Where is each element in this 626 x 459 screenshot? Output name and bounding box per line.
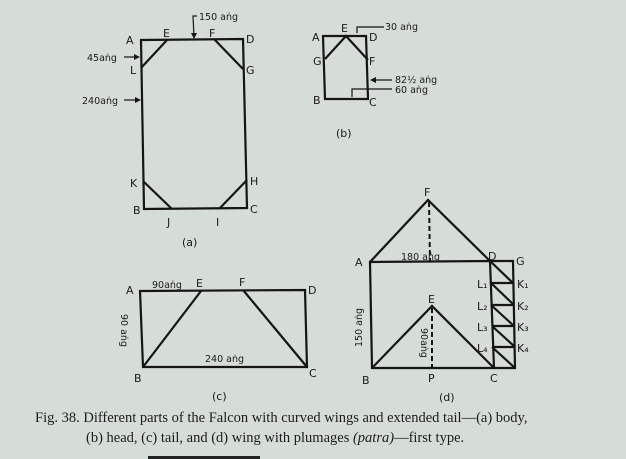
point-label: E bbox=[341, 22, 348, 35]
plumage-lines bbox=[489, 260, 516, 369]
dashed-height-fp bbox=[428, 201, 431, 262]
point-label: E bbox=[428, 293, 435, 306]
dimension-label: 60 aṅg bbox=[395, 85, 428, 96]
figure-d-wing: F A D G E B P C L₁ L₂ L₃ L₄ K₁ K₂ K₃ K₄ … bbox=[354, 186, 529, 404]
point-label: B bbox=[133, 204, 141, 217]
point-label: G bbox=[313, 55, 322, 68]
point-label: F bbox=[369, 55, 375, 68]
dimension-label: 30 aṅg bbox=[385, 22, 418, 33]
point-label: C bbox=[490, 372, 498, 385]
corner-line-hi bbox=[219, 179, 248, 209]
point-label: A bbox=[312, 31, 320, 44]
dimension-label: 180 aṅg bbox=[401, 252, 440, 263]
figure-caption-line-2: (b) head, (c) tail, and (d) wing with pl… bbox=[86, 430, 464, 447]
figure-caption-line-1: Fig. 38. Different parts of the Falcon w… bbox=[35, 410, 528, 426]
arrow-head-icon bbox=[135, 97, 141, 103]
corner-line-fg bbox=[213, 38, 244, 70]
point-label: F bbox=[424, 186, 430, 199]
point-label: A bbox=[126, 34, 134, 47]
dimension-label: 90 aṅg bbox=[118, 314, 129, 347]
figure-a-body: A E F D L G K H B J I C 150 aṅg 45aṅg 24… bbox=[82, 12, 258, 249]
subfigure-label: (c) bbox=[212, 390, 227, 403]
point-label: B bbox=[313, 94, 321, 107]
dimension-label: 45aṅg bbox=[87, 53, 117, 64]
subfigure-label: (d) bbox=[439, 391, 455, 404]
point-label: J bbox=[166, 216, 170, 229]
divider bbox=[148, 456, 260, 459]
tail-line-fc bbox=[242, 289, 308, 368]
subfigure-label: (b) bbox=[336, 127, 352, 140]
dimension-label: 150 aṅg bbox=[199, 12, 238, 23]
figure-c-tail: A E F D B C 90aṅg 240 aṅg 90 aṅg (c) bbox=[118, 276, 317, 403]
point-label: P bbox=[428, 372, 435, 385]
arrow-head-icon bbox=[134, 54, 140, 60]
dimension-arrow bbox=[192, 15, 197, 38]
point-label: K bbox=[130, 177, 138, 190]
point-label: D bbox=[369, 31, 377, 44]
point-label: E bbox=[196, 277, 203, 290]
point-label: F bbox=[209, 27, 215, 40]
point-label: G bbox=[246, 64, 255, 77]
point-label: D bbox=[246, 33, 254, 46]
dimension-label: 82½ aṅg bbox=[395, 75, 437, 86]
dimension-label: 90aṅg bbox=[152, 280, 182, 291]
dimension-label: 90aṅg bbox=[418, 328, 429, 358]
point-label: B bbox=[134, 372, 142, 385]
corner-line-el bbox=[140, 39, 168, 69]
point-label: F bbox=[239, 276, 245, 289]
point-label: E bbox=[163, 27, 170, 40]
wing-top-triangle bbox=[369, 198, 491, 263]
point-label: L bbox=[130, 64, 137, 77]
dimension-arrow bbox=[351, 88, 392, 97]
plumage-label: L₁ bbox=[477, 278, 488, 291]
plumage-label: K₃ bbox=[517, 321, 529, 334]
corner-line-kj bbox=[143, 181, 173, 210]
plumage-label: L₃ bbox=[477, 321, 488, 334]
plumage-strip bbox=[490, 259, 517, 370]
point-label: D bbox=[488, 250, 496, 263]
plumage-label: K₁ bbox=[517, 278, 529, 291]
point-label: A bbox=[126, 284, 134, 297]
caption-text: —first type. bbox=[394, 430, 465, 446]
point-label: I bbox=[216, 216, 219, 229]
point-label: C bbox=[309, 367, 317, 380]
caption-text: (b) head, (c) tail, and (d) wing with pl… bbox=[86, 430, 353, 446]
subfigure-label: (a) bbox=[182, 236, 197, 249]
dimension-label: 240aṅg bbox=[82, 96, 118, 107]
point-label: D bbox=[308, 284, 316, 297]
dimension-arrow bbox=[356, 26, 384, 33]
dimension-label: 150 aṅg bbox=[354, 308, 365, 347]
point-label: C bbox=[369, 96, 377, 109]
figure-b-head: A E D G F B C 30 aṅg 82½ aṅg 60 aṅg (b) bbox=[312, 22, 437, 140]
plumage-label: L₄ bbox=[477, 342, 488, 355]
point-label: C bbox=[250, 203, 258, 216]
point-label: G bbox=[516, 255, 525, 268]
arrow-head-icon bbox=[370, 77, 376, 83]
tail-line-eb bbox=[142, 290, 202, 368]
point-label: A bbox=[355, 256, 363, 269]
head-rectangle bbox=[321, 34, 370, 101]
dimension-label: 240 aṅg bbox=[205, 354, 244, 365]
plumage-label: L₂ bbox=[477, 300, 488, 313]
plumage-label: K₂ bbox=[517, 300, 529, 313]
point-label: H bbox=[250, 175, 258, 188]
head-roof bbox=[324, 34, 369, 61]
wing-inner-triangle bbox=[371, 304, 495, 369]
body-rectangle bbox=[139, 37, 249, 211]
arrow-head-icon bbox=[191, 33, 197, 39]
plumage-label: K₄ bbox=[517, 342, 529, 355]
point-label: B bbox=[362, 374, 370, 387]
caption-italic-term: (patra) bbox=[352, 430, 395, 446]
